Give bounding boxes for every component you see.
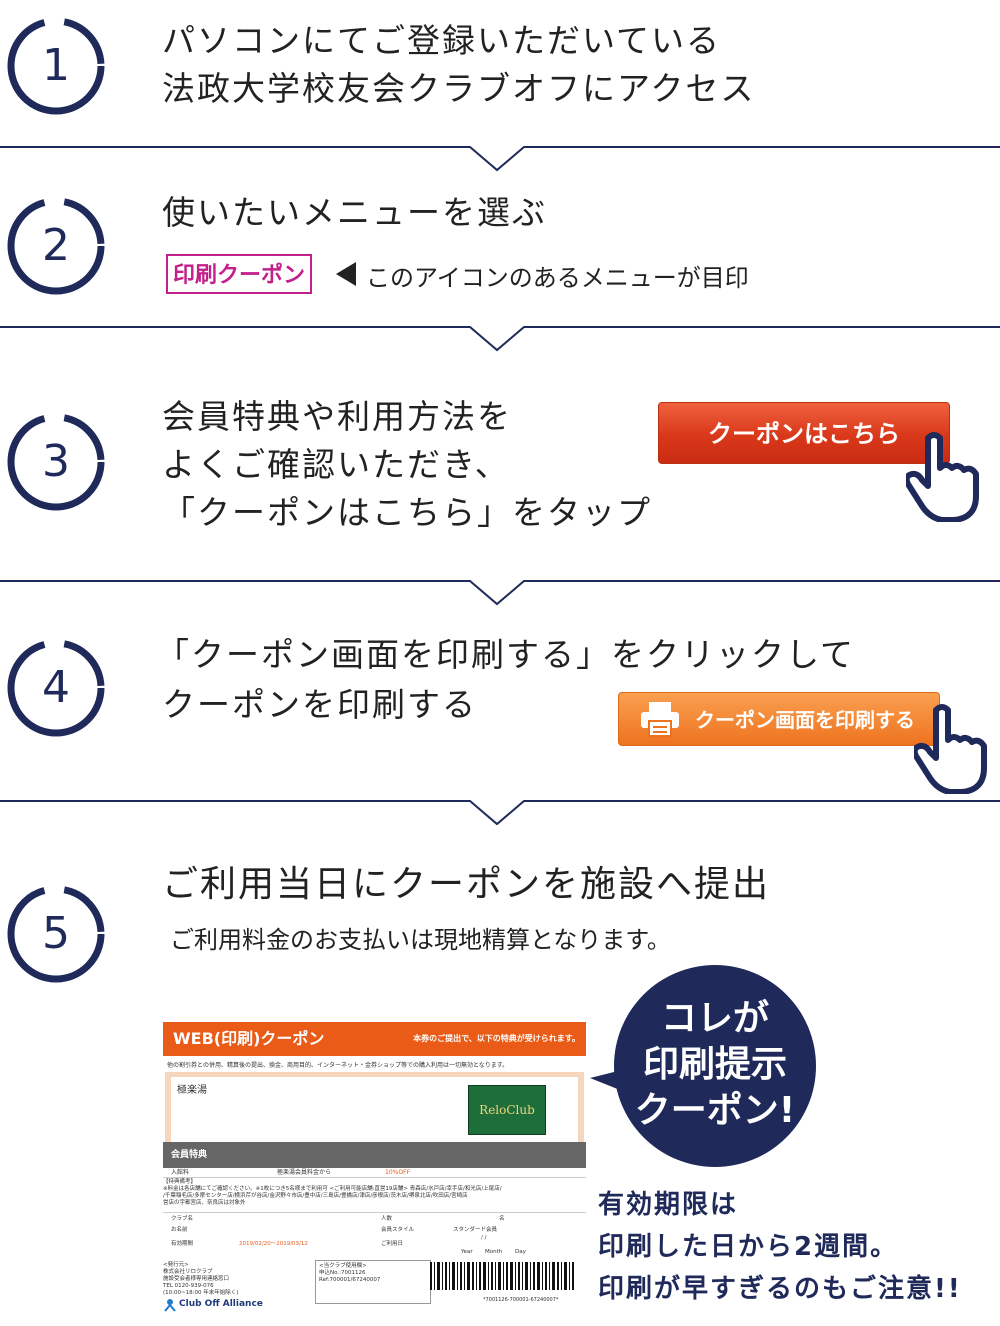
reloclub-logo: ReloClub <box>468 1085 546 1135</box>
coupon-header: WEB(印刷)クーポン 本券のご提出で、以下の特典が受けられます。 <box>163 1022 586 1056</box>
step-3-title-line-1: 会員特典や利用方法を <box>162 397 512 436</box>
step-5-sub: ご利用料金のお支払いは現地精算となります。 <box>170 926 671 954</box>
print-coupon-screen-button-label: クーポン画面を印刷する <box>695 708 915 732</box>
step-circle-icon <box>7 885 105 983</box>
notice-line: 有効期限は <box>598 1190 739 1220</box>
step-divider <box>0 326 1000 352</box>
pointing-hand-icon <box>914 704 987 794</box>
step-circle-icon <box>7 639 105 737</box>
coupon-title: WEB(印刷)クーポン <box>173 1029 325 1048</box>
step-5-number: 5 <box>6 884 106 984</box>
notice-line: 印刷した日から2週間。 <box>598 1232 899 1262</box>
bubble-line: クーポン! <box>634 1090 796 1131</box>
barcode-text: *7001126-700001-67240007* <box>483 1297 559 1303</box>
step-circle-icon <box>7 197 105 295</box>
coupon-here-button[interactable]: クーポンはこちら <box>658 402 950 464</box>
step-divider <box>0 580 1000 606</box>
bubble-line: 印刷提示 <box>642 1044 787 1085</box>
step-divider <box>0 146 1000 172</box>
club-off-alliance-logo: Club Off Alliance <box>179 1299 263 1309</box>
step-divider <box>0 800 1000 826</box>
coupon-fields: クラブ名 お名前 有効期間 2019/02/20〜2019/03/12 人数 名… <box>163 1212 586 1255</box>
step-4-number: 4 <box>6 638 106 738</box>
step-3-title-line-3: 「クーポンはこちら」をタップ <box>162 493 652 532</box>
coupon-benefit-band: 会員特典 <box>163 1142 586 1168</box>
step-circle-icon <box>7 17 105 115</box>
step-1-title-line-1: パソコンにてご登録いただいている <box>162 21 722 60</box>
step-4-title-line-2: クーポンを印刷する <box>162 685 477 724</box>
club-off-alliance-icon <box>164 1299 176 1312</box>
step-2-title: 使いたいメニューを選ぶ <box>162 193 547 232</box>
step-5-title: ご利用当日にクーポンを施設へ提出 <box>162 864 771 905</box>
step-3-number: 3 <box>6 412 106 512</box>
issuer-line: 株式会社リロクラブ <box>163 1269 213 1275</box>
coupon-facility-box: 極楽湯 ReloClub <box>165 1072 584 1148</box>
coupon-benefit-row: 入館料 極楽湯会員料金から 10%OFF <box>163 1169 586 1178</box>
step-1-title-line-2: 法政大学校友会クラブオフにアクセス <box>162 69 756 108</box>
step-circle-icon <box>7 413 105 511</box>
step-2-hint: このアイコンのあるメニューが目印 <box>366 264 749 292</box>
printer-icon <box>641 702 679 737</box>
coupon-facility-name: 極楽湯 <box>177 1085 207 1096</box>
step-4-title-line-1: 「クーポン画面を印刷する」をクリックして <box>156 635 856 674</box>
coupon-notes-line: /千葉稲毛店/多摩センター店/横浜芹が谷店/金沢野々市店/豊中店/三島店/豊橋店… <box>163 1193 468 1199</box>
issuer-line: TEL 0120-939-076 <box>163 1283 214 1289</box>
pointing-hand-icon <box>906 432 979 522</box>
coupon-notes-line: 営店の宇都宮店、奈良店は対象外 <box>163 1200 246 1206</box>
club-use-box: <当クラブ使用欄> 申込No.:7001126 Ref:700001/67240… <box>315 1260 431 1304</box>
print-coupon-tag: 印刷クーポン <box>166 254 312 294</box>
issuer-line: (10:00~18:00 年末年始除く) <box>163 1290 239 1296</box>
left-triangle-icon <box>336 262 356 286</box>
coupon-callout-bubble: コレが 印刷提示 クーポン! <box>614 965 816 1167</box>
issuer-line: 施設受会者様専用連絡窓口 <box>163 1276 230 1282</box>
coupon-notes-line: 【特典備考】 <box>163 1179 197 1185</box>
coupon-header-note: 本券のご提出で、以下の特典が受けられます。 <box>413 1034 580 1043</box>
step-2-number: 2 <box>6 196 106 296</box>
bubble-line: コレが <box>660 998 769 1039</box>
step-1-number: 1 <box>6 16 106 116</box>
step-3-title-line-2: よくご確認いただき、 <box>162 445 510 484</box>
barcode-icon <box>430 1262 574 1290</box>
issuer-line: <発行元> <box>163 1262 189 1268</box>
coupon-notes-line: ※料金は各店舗にてご確認ください。※1枚につき5名様まで利用可 <ご利用可能店舗… <box>163 1186 502 1192</box>
coupon-sample: WEB(印刷)クーポン 本券のご提出で、以下の特典が受けられます。 他の割引券と… <box>163 1022 586 1314</box>
notice-line: 印刷が早すぎるのもご注意!! <box>598 1274 962 1304</box>
coupon-top-note: 他の割引券との併用、精算後の提出、換金、商用目的、インターネット・金券ショップ等… <box>167 1062 509 1069</box>
